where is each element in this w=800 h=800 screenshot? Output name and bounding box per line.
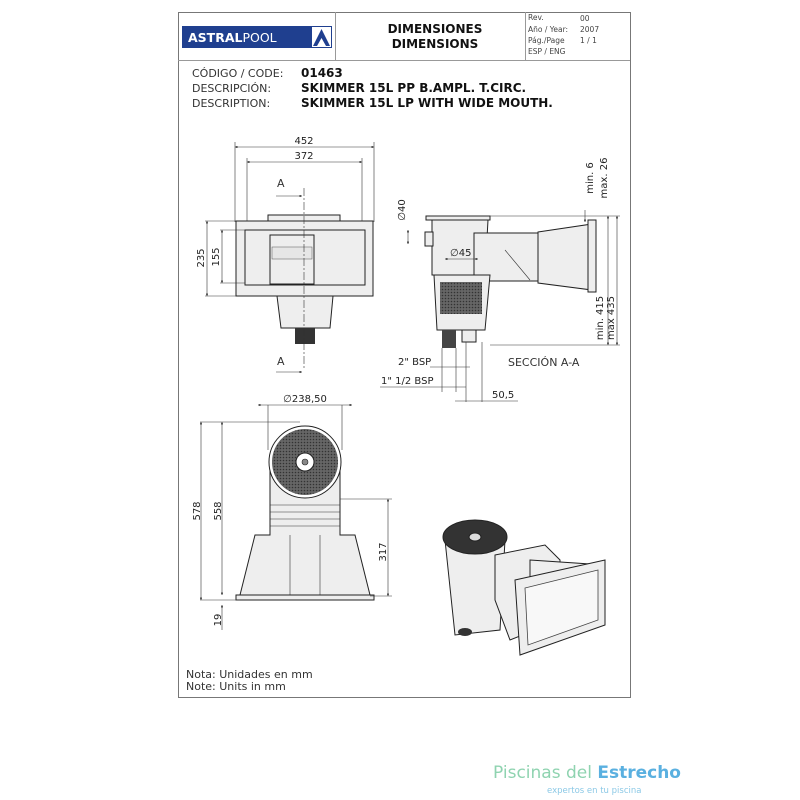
svg-text:155: 155 (211, 247, 222, 266)
svg-text:max 435: max 435 (606, 296, 617, 340)
svg-text:1" 1/2 BSP: 1" 1/2 BSP (381, 376, 433, 387)
note-en: Note: Units in mm (186, 680, 286, 693)
section-mark-bottom: A (277, 355, 285, 368)
svg-text:235: 235 (196, 248, 207, 267)
front-view-drawing: 452 372 235 155 A A (196, 136, 375, 374)
svg-text:∅40: ∅40 (397, 199, 408, 220)
svg-text:558: 558 (213, 501, 224, 520)
svg-text:1 / 1: 1 / 1 (580, 36, 597, 45)
piscinas-del-estrecho-watermark: Piscinas del Estrecho expertos en tu pis… (493, 763, 681, 796)
svg-text:2007: 2007 (580, 25, 599, 34)
product-code: 01463 (301, 66, 343, 80)
svg-text:expertos en tu piscina: expertos en tu piscina (547, 786, 641, 796)
svg-text:min. 415: min. 415 (595, 296, 606, 340)
svg-text:00: 00 (580, 14, 590, 23)
desc-en-label: DESCRIPTION: (192, 97, 270, 110)
svg-text:∅45: ∅45 (450, 248, 471, 259)
desc-es-label: DESCRIPCIÓN: (192, 82, 271, 95)
code-label: CÓDIGO / CODE: (192, 67, 283, 80)
svg-text:max. 26: max. 26 (599, 158, 610, 199)
svg-text:19: 19 (213, 614, 224, 627)
description-es: SKIMMER 15L PP B.AMPL. T.CIRC. (301, 81, 526, 95)
section-view-drawing: ∅40 ∅45 min. 6 max. 26 min. 415 max 435 … (380, 158, 620, 402)
svg-text:Rev.: Rev. (528, 13, 544, 22)
svg-text:372: 372 (294, 151, 313, 162)
note-es: Nota: Unidades en mm (186, 668, 313, 681)
svg-text:min. 6: min. 6 (585, 162, 596, 194)
section-title: SECCIÓN A-A (508, 356, 580, 369)
description-en: SKIMMER 15L LP WITH WIDE MOUTH. (301, 96, 553, 110)
top-view-drawing: ∅238,50 578 558 317 19 (192, 394, 392, 630)
title-en: DIMENSIONS (392, 37, 479, 51)
astralpool-logo: ASTRALPOOL (182, 26, 332, 48)
svg-text:578: 578 (192, 501, 203, 520)
svg-text:∅238,50: ∅238,50 (283, 394, 327, 405)
svg-text:ASTRALPOOL: ASTRALPOOL (188, 30, 277, 45)
isometric-view-drawing (442, 519, 606, 656)
svg-text:452: 452 (294, 136, 313, 147)
svg-text:Pág./Page: Pág./Page (528, 36, 565, 45)
logo-triangle-icon (313, 29, 330, 46)
title-es: DIMENSIONES (388, 22, 483, 36)
svg-text:50,5: 50,5 (492, 390, 514, 401)
svg-text:Año / Year:: Año / Year: (528, 25, 568, 34)
svg-text:2" BSP: 2" BSP (398, 357, 431, 368)
svg-text:ESP / ENG: ESP / ENG (528, 47, 566, 56)
svg-text:317: 317 (378, 542, 389, 561)
svg-text:Piscinas del Estrecho: Piscinas del Estrecho (493, 763, 681, 783)
section-mark-top: A (277, 177, 285, 190)
revision-block: Rev. 00 Año / Year: 2007 Pág./Page 1 / 1… (528, 13, 599, 56)
